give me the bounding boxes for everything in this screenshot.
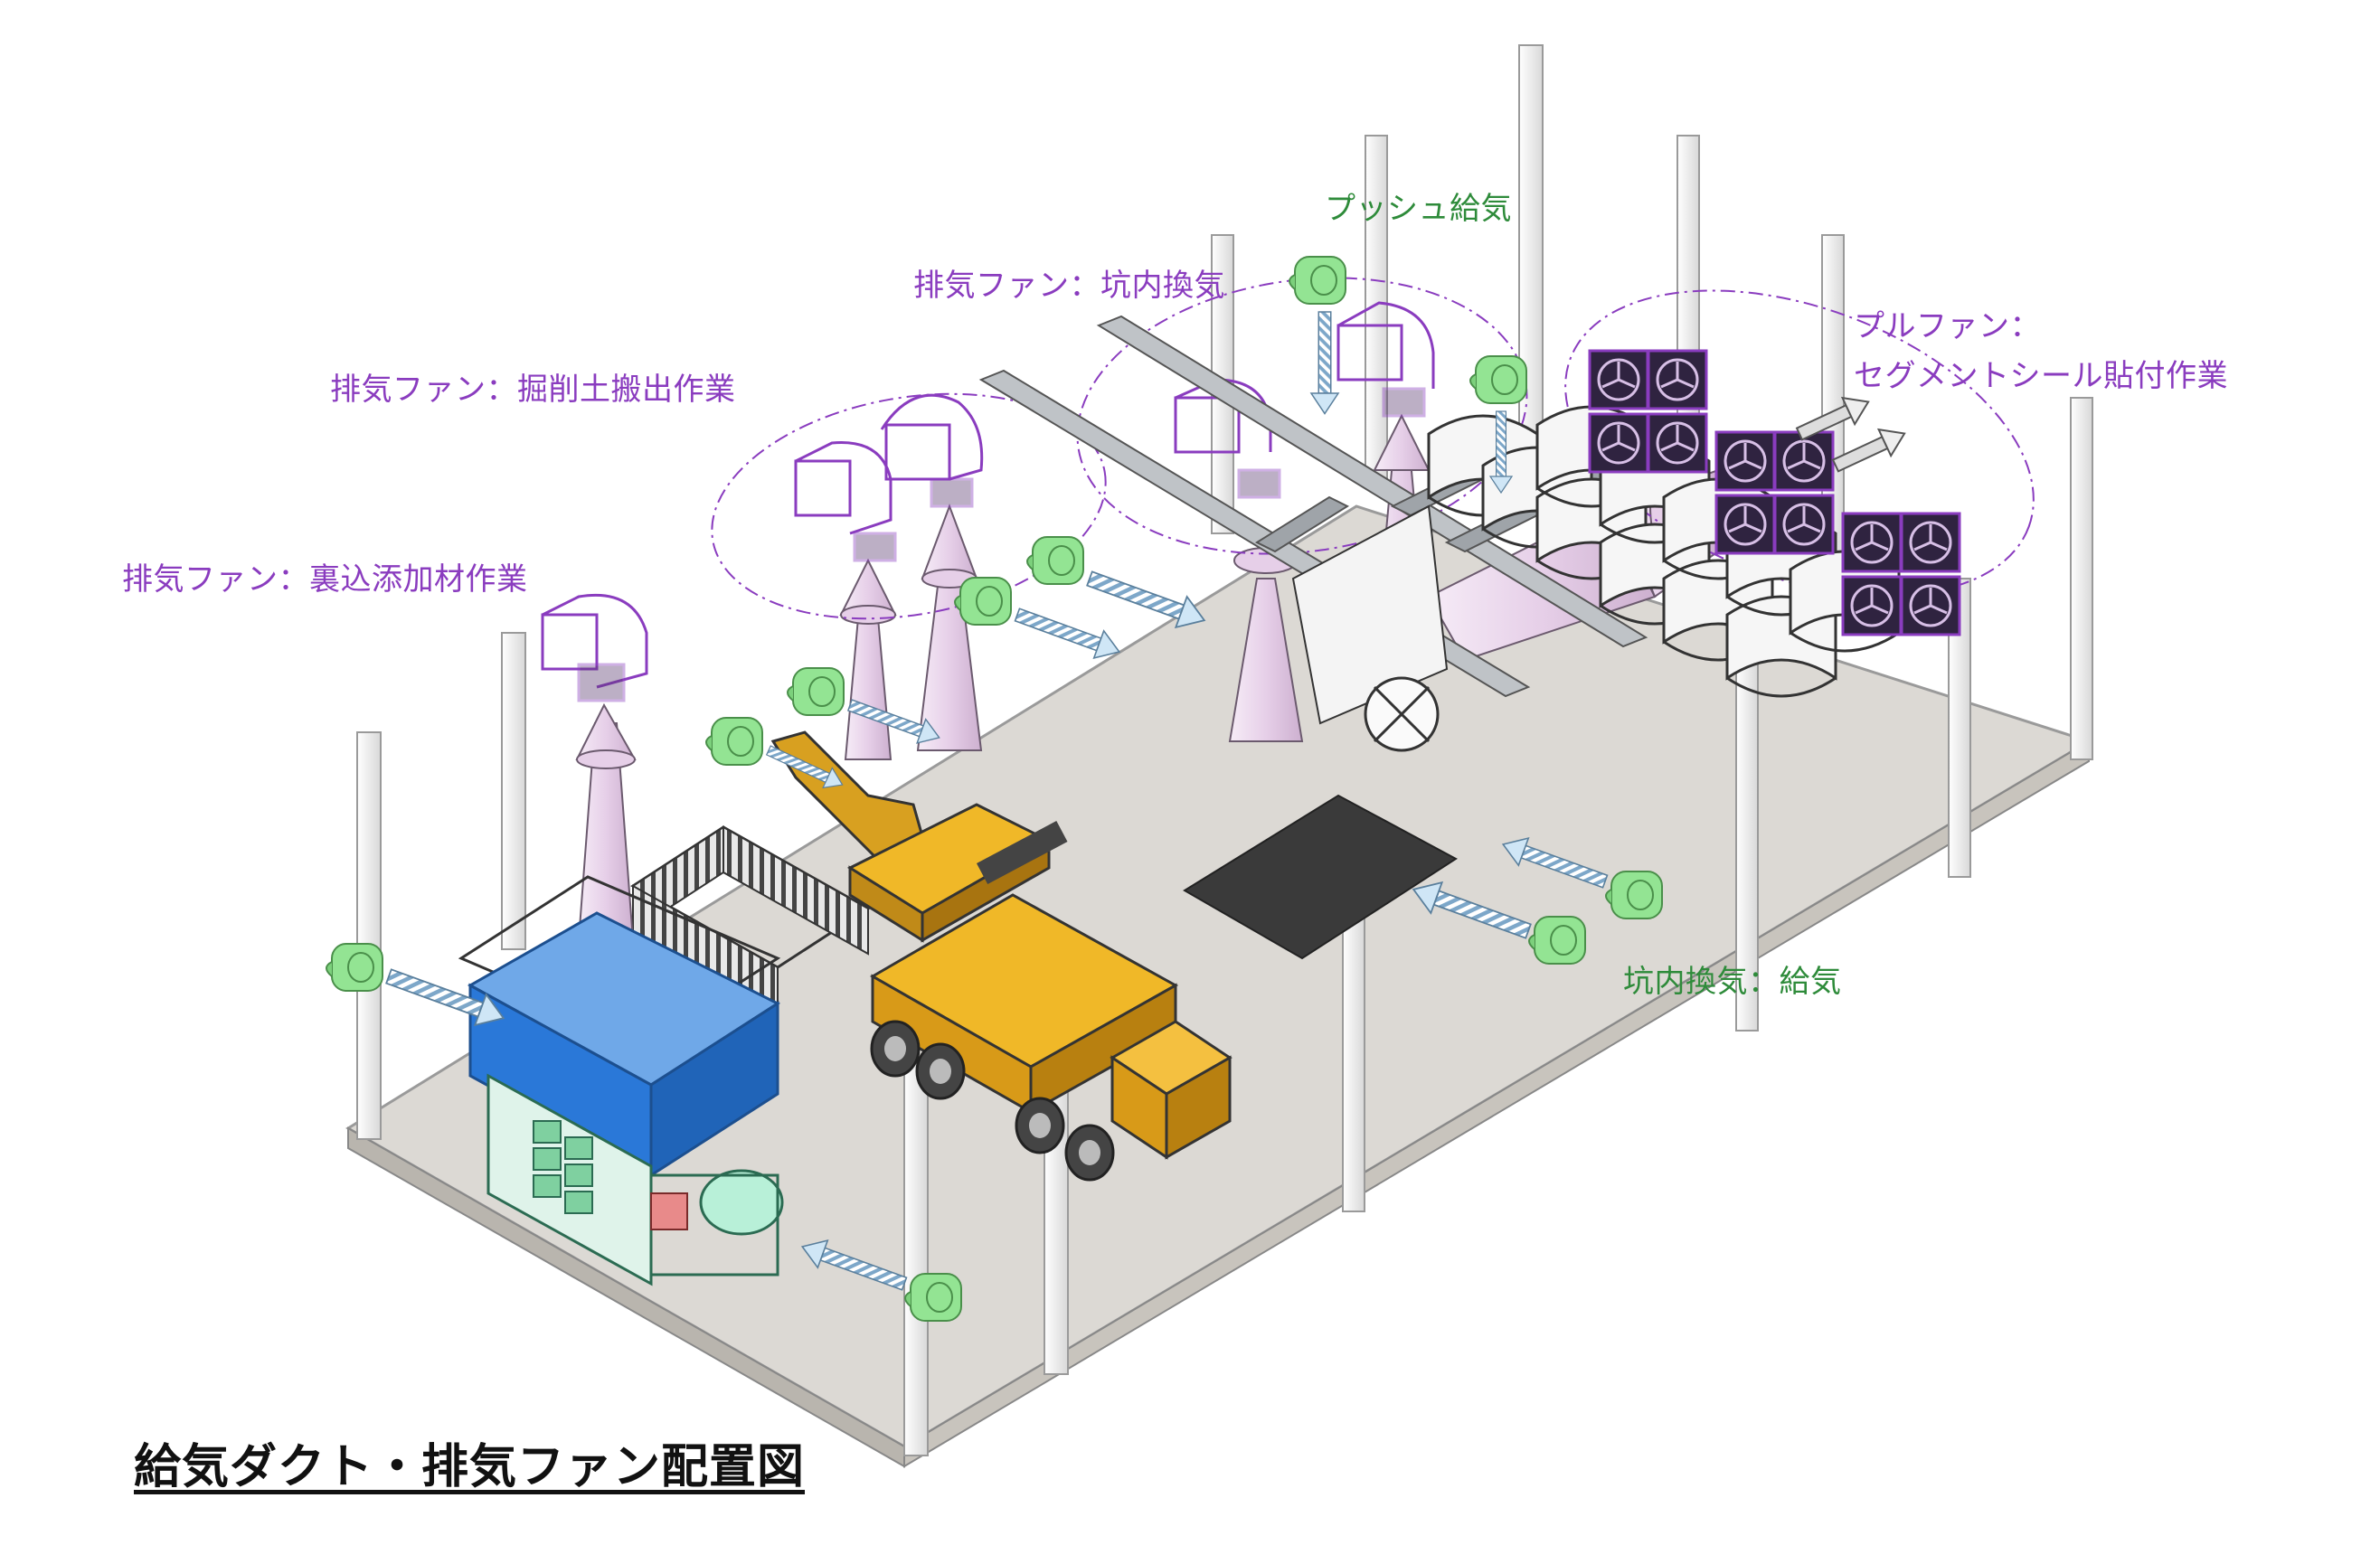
exhaust-cone-backfill	[575, 702, 637, 941]
exhaust-cone-excavation-1	[839, 558, 897, 760]
diagram-caption: 給気ダクト・排気ファン配置図	[134, 1440, 806, 1494]
label-push-supply: プッシュ給気	[1325, 191, 1512, 227]
label-exhaust-backfill: 排気ファン：裏込添加材作業	[122, 561, 528, 598]
label-tunnel-supply: 坑内換気：給気	[1623, 964, 1842, 1000]
exhaust-cone-excavation-2	[916, 504, 983, 751]
label-exhaust-tunnel: 排気ファン：坑内換気	[913, 268, 1225, 304]
pull-fan-arrows	[1795, 396, 1906, 473]
tunnel-segment-rings	[1291, 405, 1901, 752]
label-exhaust-excavation: 排気ファン：掘削土搬出作業	[330, 372, 736, 408]
label-pull-fan-title: プルファン：	[1854, 308, 2041, 344]
floor-slab	[345, 504, 2092, 1468]
label-pull-fan-task: セグメントシール貼付作業	[1854, 358, 2228, 394]
shaft-opening	[1183, 794, 1458, 960]
exhaust-fan-icon	[541, 301, 1435, 702]
dump-truck-icon	[869, 893, 1232, 1182]
treatment-plant-icon	[458, 875, 784, 1286]
